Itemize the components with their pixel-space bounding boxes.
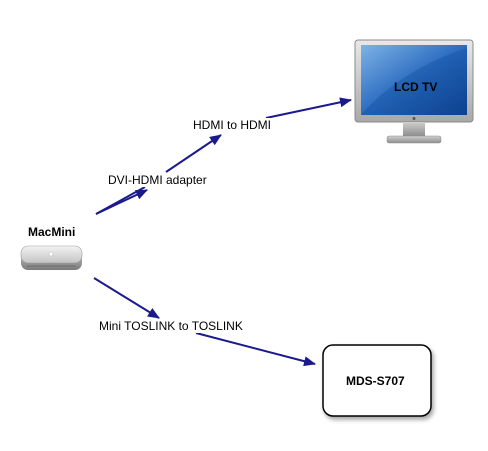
edge-label-hdmi-to-hdmi: HDMI to HDMI: [192, 118, 272, 132]
mds-s707-box: [322, 344, 432, 417]
lcd-tv-icon: [354, 39, 474, 144]
node-label-mds-s707: MDS-S707: [346, 374, 405, 388]
connection-dvi-upper: [95, 189, 148, 215]
edge-label-toslink: Mini TOSLINK to TOSLINK: [98, 319, 244, 333]
connection-hdmi-to-lcd: [265, 97, 352, 119]
connection-toslink-upper: [93, 277, 160, 319]
edge-label-dvi-hdmi-adapter: DVI-HDMI adapter: [107, 173, 208, 187]
connection-toslink-to-mds: [195, 332, 316, 367]
connection-hdmi-hdmi-lower: [165, 134, 222, 173]
node-label-lcd-tv: LCD TV: [394, 80, 438, 94]
node-label-macmini: MacMini: [28, 225, 76, 239]
macmini-icon: [20, 245, 83, 270]
